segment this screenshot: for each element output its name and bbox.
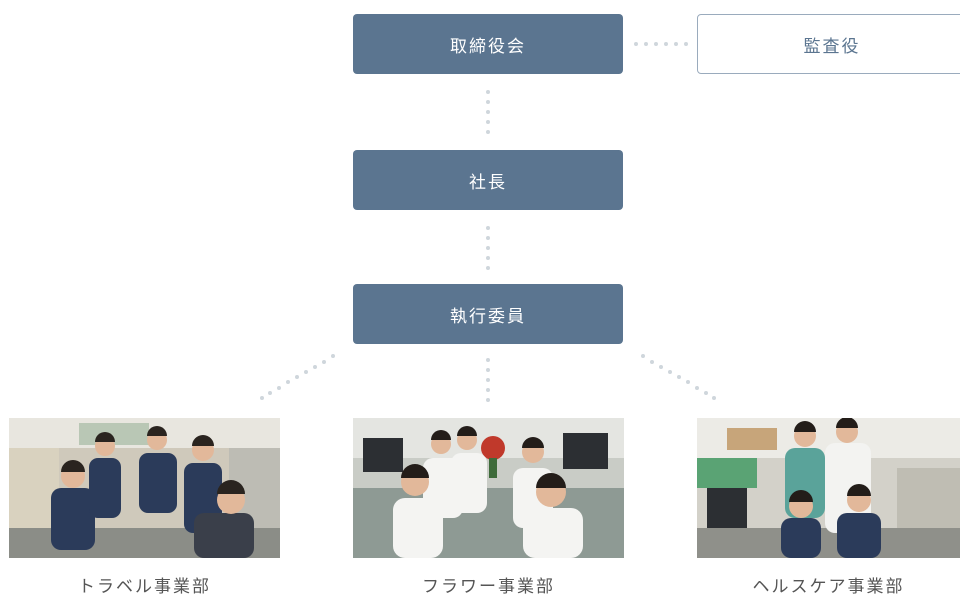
flower-dept-label: フラワー事業部 xyxy=(422,577,555,597)
travel-team-photo xyxy=(9,418,280,558)
auditor-label: 監査役 xyxy=(803,36,861,57)
president-label: 社長 xyxy=(469,172,507,193)
travel-dept-label: トラベル事業部 xyxy=(78,577,211,597)
auditor-box: 監査役 xyxy=(697,14,960,74)
healthcare-team-photo xyxy=(697,418,960,558)
president-box: 社長 xyxy=(353,150,623,210)
healthcare-dept-label: ヘルスケア事業部 xyxy=(752,577,905,597)
board-label: 取締役会 xyxy=(450,36,526,57)
board-of-directors-box: 取締役会 xyxy=(353,14,623,74)
flower-team-photo xyxy=(353,418,624,558)
executive-label: 執行委員 xyxy=(450,306,526,327)
executive-committee-box: 執行委員 xyxy=(353,284,623,344)
